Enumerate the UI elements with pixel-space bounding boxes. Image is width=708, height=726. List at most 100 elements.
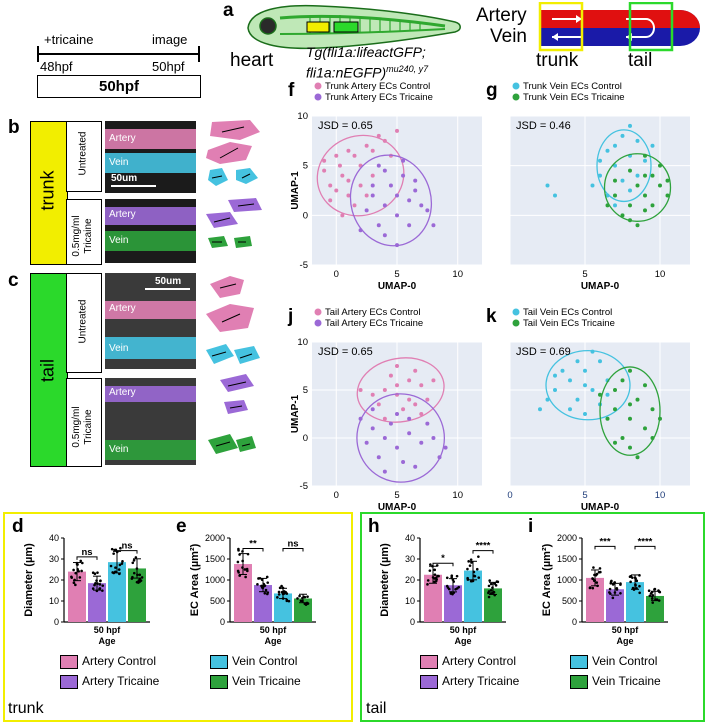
micro-vein-label: Vein <box>109 157 129 168</box>
tail-tricaine-label: 0.5mg/ml Tricaine <box>71 377 95 477</box>
scatter-point <box>613 440 617 445</box>
scatter-point <box>370 193 375 198</box>
segmented-cells <box>206 120 262 454</box>
scatter-point <box>598 359 602 364</box>
data-point <box>121 560 124 563</box>
scatter-point <box>395 128 399 133</box>
scatter-point <box>346 178 351 183</box>
data-point <box>266 581 270 584</box>
confidence-ellipse <box>349 154 433 247</box>
x-tick-label: 10 <box>452 269 463 280</box>
confidence-ellipse <box>545 349 631 421</box>
timeline-tick-end <box>198 46 200 62</box>
data-point <box>426 583 429 586</box>
data-point <box>654 598 657 601</box>
scatter-point <box>334 153 339 158</box>
trunk-quantification-box <box>3 512 353 722</box>
scatter-point <box>419 203 424 208</box>
x-tick-label: 10 <box>655 490 666 501</box>
scatter-point <box>370 426 375 431</box>
trunk-box-label: trunk <box>8 700 44 717</box>
significance-label: ns <box>121 541 132 552</box>
scatter-point <box>425 421 430 426</box>
scatter-point <box>382 436 387 440</box>
scatter-point <box>376 133 381 138</box>
data-point <box>629 580 632 584</box>
data-point <box>651 601 655 604</box>
significance-bracket <box>634 545 656 550</box>
data-point <box>131 561 135 565</box>
data-point <box>489 589 493 592</box>
scatter-point <box>643 383 647 388</box>
scatter-point <box>370 173 375 178</box>
data-point <box>79 559 83 563</box>
data-point <box>244 575 247 579</box>
panel-letter-d: d <box>12 516 24 537</box>
panel-letter-j: j <box>288 306 294 327</box>
significance-label: *** <box>599 536 610 547</box>
legend-label: Tail Artery ECs Tricaine <box>325 318 423 329</box>
scatter-point <box>413 178 418 183</box>
legend-label: Tail Artery ECs Control <box>325 307 421 318</box>
data-point <box>277 593 281 596</box>
scatter-point <box>643 193 647 198</box>
data-point <box>487 595 491 599</box>
legend-marker <box>512 82 520 90</box>
scatter-point <box>407 198 412 203</box>
scatter-point <box>425 397 430 402</box>
y-axis-label: UMAP-1 <box>290 171 301 210</box>
tail-tricaine-dose: 0.5mg/ml <box>71 406 82 448</box>
data-point <box>91 587 95 590</box>
scatter-point <box>628 445 632 450</box>
tail-quantification-box <box>360 512 705 722</box>
data-point <box>281 597 285 600</box>
scatter-point <box>605 416 610 421</box>
x-axis-label: Age <box>616 636 633 646</box>
data-point <box>114 566 117 569</box>
scatter-point <box>560 368 565 373</box>
vessel-schematic <box>538 2 700 52</box>
x-axis-label: UMAP-0 <box>581 281 620 292</box>
data-point <box>91 571 95 575</box>
data-point <box>265 575 269 579</box>
data-point <box>260 584 263 588</box>
x-tick-label: 0 <box>507 490 512 501</box>
micro-artery-label: Artery <box>109 209 136 220</box>
micrograph-tail-tricaine: Artery Vein <box>105 378 196 465</box>
data-point <box>111 571 114 574</box>
data-point <box>496 580 500 584</box>
legend-swatch-artery-tricaine <box>420 675 438 689</box>
y-tick-label: 40 <box>49 533 59 543</box>
scatter-point <box>598 392 602 397</box>
data-point <box>631 586 635 590</box>
y-axis-label: UMAP-1 <box>290 394 301 433</box>
data-point <box>264 588 268 592</box>
scatter-point <box>605 392 610 397</box>
y-tick-label: 2000 <box>557 533 577 543</box>
scatter-point <box>553 373 557 378</box>
data-point <box>437 574 440 578</box>
y-tick-label: -5 <box>300 481 308 492</box>
timeline-box: 50hpf <box>37 75 201 98</box>
scale-bar-label: 50um <box>155 276 182 287</box>
scatter-point <box>613 407 617 412</box>
schema-tail-label: tail <box>628 50 653 71</box>
legend-label-artery-tricaine: Artery Tricaine <box>442 674 520 688</box>
data-point <box>591 577 595 581</box>
data-point <box>119 546 122 550</box>
y-tick-label: 20 <box>405 575 415 585</box>
data-point <box>651 595 654 598</box>
data-point <box>135 580 139 584</box>
trunk-tricaine-box <box>66 199 102 265</box>
x-category-label: 50 hpf <box>94 625 122 635</box>
significance-bracket <box>472 550 494 554</box>
scatter-point <box>628 123 632 128</box>
scatter-point <box>395 445 399 450</box>
data-point <box>619 591 622 595</box>
scatter-point <box>346 148 351 153</box>
scatter-point <box>382 168 387 173</box>
data-point <box>237 547 240 551</box>
data-point <box>113 570 117 574</box>
